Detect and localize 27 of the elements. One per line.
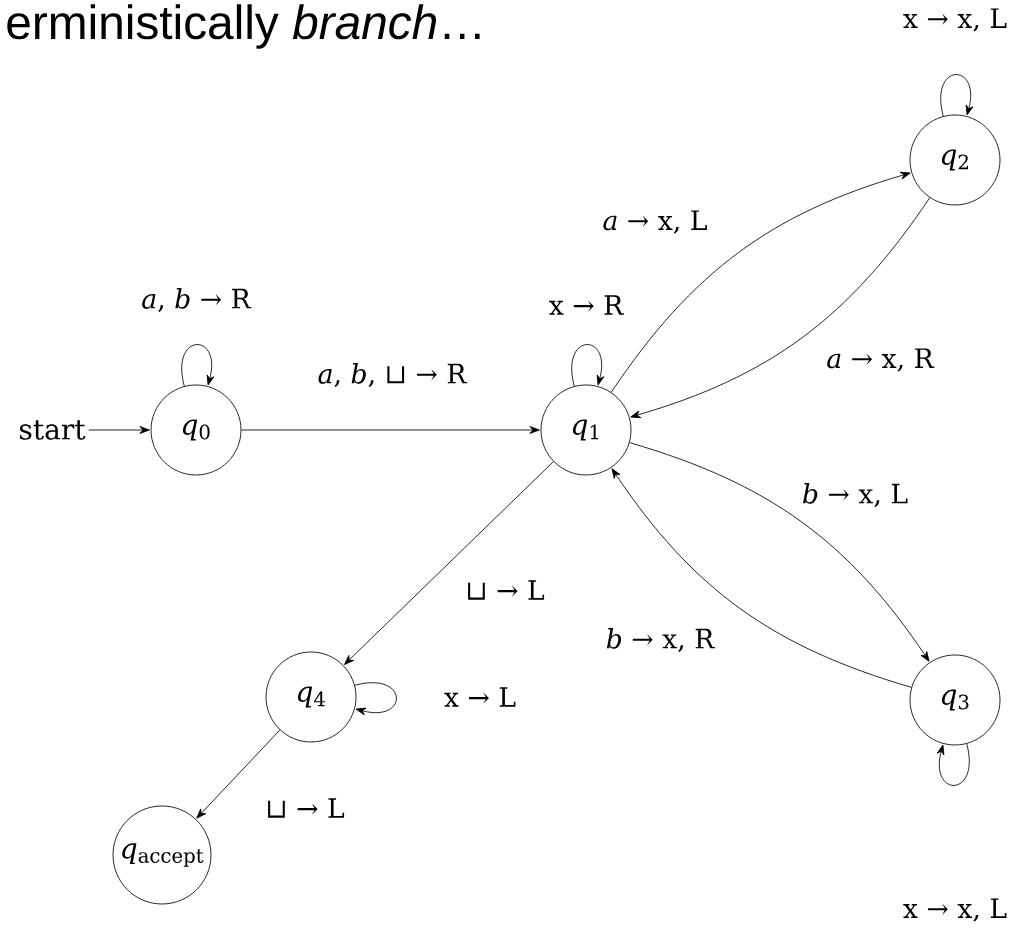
loop-arrow	[571, 344, 605, 387]
edge-label: a → x, R	[824, 347, 936, 373]
arrow	[611, 468, 912, 688]
loop-arrow	[940, 74, 974, 117]
edge-label: a, b → R	[139, 286, 253, 314]
start-label: start	[20, 420, 86, 440]
edge-label: b → x, L	[800, 481, 910, 509]
edge-label: x → R	[547, 293, 625, 317]
edge-label: x → x, L	[901, 897, 1009, 923]
edge-label: b → x, R	[604, 626, 716, 654]
edge-label: ⊔ → L	[263, 796, 347, 820]
arrow	[629, 442, 930, 662]
loop-arrow	[936, 743, 970, 786]
edge-label: x → L	[442, 685, 518, 709]
arrow	[344, 461, 554, 665]
loop-arrow	[354, 682, 397, 716]
arrow	[241, 426, 540, 434]
arrow	[196, 729, 281, 819]
edge-label: a, b, ⊔ → R	[316, 361, 468, 389]
arrow	[630, 197, 931, 419]
arrow	[610, 171, 911, 393]
loop-arrow	[181, 344, 215, 387]
edge-label: ⊔ → L	[463, 578, 547, 602]
slide-title: erministically branch…	[7, 4, 480, 49]
edge-label: a → x, L	[601, 209, 709, 235]
arrow	[88, 426, 150, 434]
edge-label: x → x, L	[901, 7, 1009, 33]
